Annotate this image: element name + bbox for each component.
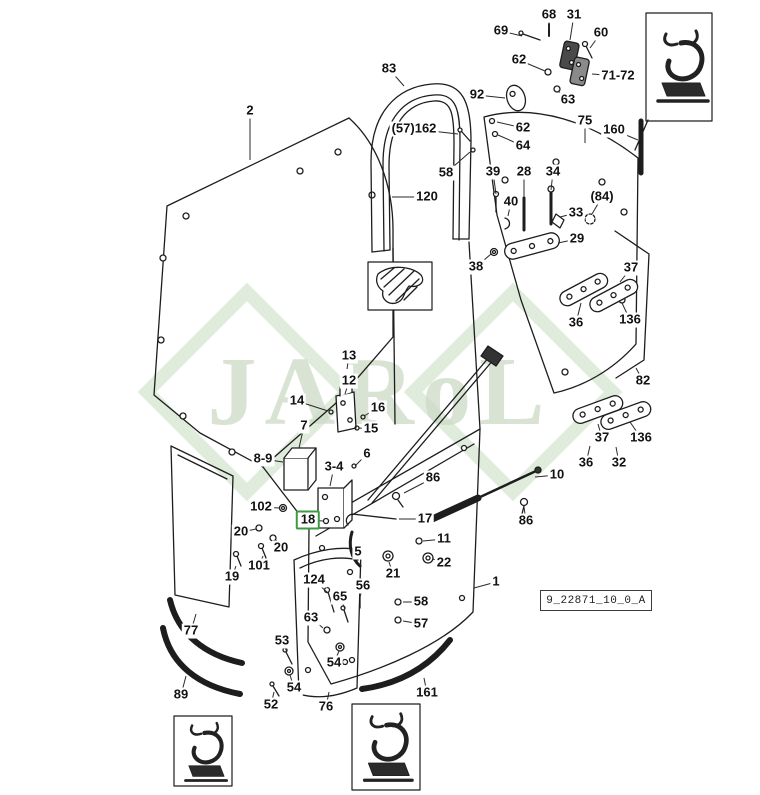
part-label-13[interactable]: 13: [339, 347, 359, 364]
part-label-71-72[interactable]: 71-72: [599, 67, 637, 84]
top-hinge-hardware: [505, 23, 593, 112]
part-label-18[interactable]: 18: [295, 510, 321, 530]
part-label-33[interactable]: 33: [566, 204, 586, 221]
part-label-12[interactable]: 12: [339, 372, 359, 389]
panel-rear-left: [153, 117, 394, 468]
hinge-plates-lower: [572, 395, 652, 431]
part-label-22[interactable]: 22: [434, 554, 454, 571]
part-label-64[interactable]: 64: [513, 137, 533, 154]
part-label-19[interactable]: 19: [222, 568, 242, 585]
part-label-8-9[interactable]: 8-9: [251, 450, 275, 467]
lower-hardware: [269, 586, 402, 697]
part-label-40[interactable]: 40: [501, 193, 521, 210]
part-label-16[interactable]: 16: [368, 399, 388, 416]
ref-box-top-right: [634, 12, 713, 151]
part-label-86[interactable]: 86: [423, 469, 443, 486]
part-label-54[interactable]: 54: [324, 654, 344, 671]
detail-box: [367, 261, 433, 311]
part-label-7[interactable]: 7: [298, 417, 310, 434]
part-label-17[interactable]: 17: [415, 510, 435, 527]
part-label-63[interactable]: 63: [558, 91, 578, 108]
part-label-1[interactable]: 1: [490, 573, 502, 590]
window-frame: [370, 83, 472, 253]
part-label-136[interactable]: 136: [628, 429, 654, 446]
part-label-36[interactable]: 36: [566, 314, 586, 331]
part-label-52[interactable]: 52: [261, 696, 281, 713]
panel-right-strip: [614, 230, 650, 379]
part-label-5[interactable]: 5: [352, 543, 364, 560]
watermark-diamonds: [137, 282, 623, 502]
part-label-77[interactable]: 77: [181, 622, 201, 639]
part-label-84[interactable]: (84): [588, 188, 616, 205]
ref-box-bottom-center: [351, 703, 421, 791]
part-label-60[interactable]: 60: [591, 24, 611, 41]
part-label-36[interactable]: 36: [576, 454, 596, 471]
part-label-39[interactable]: 39: [483, 163, 503, 180]
part-label-20[interactable]: 20: [231, 523, 251, 540]
part-label-14[interactable]: 14: [287, 392, 307, 409]
part-label-136[interactable]: 136: [617, 311, 643, 328]
part-label-69[interactable]: 69: [491, 22, 511, 39]
part-label-82[interactable]: 82: [633, 372, 653, 389]
part-label-120[interactable]: 120: [414, 188, 440, 205]
part-label-92[interactable]: 92: [467, 86, 487, 103]
part-label-161[interactable]: 161: [414, 684, 440, 701]
part-label-15[interactable]: 15: [361, 420, 381, 437]
seal-161: [359, 637, 453, 692]
seal-89: [160, 625, 243, 697]
part-label-38[interactable]: 38: [466, 258, 486, 275]
part-label-37[interactable]: 37: [592, 429, 612, 446]
part-label-76[interactable]: 76: [316, 698, 336, 715]
seal-strip-lower-left: [167, 597, 245, 666]
hinge-plates-upper: [559, 272, 639, 313]
part-label-2[interactable]: 2: [244, 102, 256, 119]
part-label-101[interactable]: 101: [246, 557, 272, 574]
part-label-62[interactable]: 62: [513, 119, 533, 136]
part-label-31[interactable]: 31: [564, 6, 584, 23]
part-label-53[interactable]: 53: [272, 632, 292, 649]
part-label-75[interactable]: 75: [575, 112, 595, 129]
part-label-124[interactable]: 124: [301, 571, 327, 588]
part-label-83[interactable]: 83: [379, 60, 399, 77]
part-label-6[interactable]: 6: [361, 445, 373, 462]
part-label-32[interactable]: 32: [609, 454, 629, 471]
part-label-57162[interactable]: (57)162: [389, 120, 439, 137]
upper-hinge-hardware: [457, 117, 596, 260]
part-label-37[interactable]: 37: [621, 259, 641, 276]
part-label-65[interactable]: 65: [330, 588, 350, 605]
part-label-56[interactable]: 56: [353, 577, 373, 594]
part-label-10[interactable]: 10: [547, 466, 567, 483]
part-label-58[interactable]: 58: [436, 164, 456, 181]
part-label-3-4[interactable]: 3-4: [322, 458, 346, 475]
part-label-54[interactable]: 54: [284, 679, 304, 696]
part-label-11[interactable]: 11: [435, 530, 453, 547]
part-label-28[interactable]: 28: [514, 163, 534, 180]
part-label-57[interactable]: 57: [411, 615, 431, 632]
part-label-62[interactable]: 62: [509, 51, 529, 68]
gas-strut: [367, 345, 542, 525]
ref-box-bottom-left: [173, 715, 233, 787]
part-label-20[interactable]: 20: [271, 539, 291, 556]
part-label-160[interactable]: 160: [601, 121, 627, 138]
part-label-21[interactable]: 21: [383, 565, 403, 582]
part-label-34[interactable]: 34: [543, 163, 563, 180]
drawing-number: 9_22871_10_0_A: [546, 594, 646, 607]
part-label-29[interactable]: 29: [567, 230, 587, 247]
drawing-number-badge: 9_22871_10_0_A: [540, 590, 652, 611]
panel-lower-left: [170, 445, 234, 608]
part-label-102[interactable]: 102: [248, 498, 274, 515]
part-label-58[interactable]: 58: [411, 593, 431, 610]
part-label-86[interactable]: 86: [516, 512, 536, 529]
part-label-68[interactable]: 68: [539, 6, 559, 23]
part-label-89[interactable]: 89: [171, 686, 191, 703]
part-label-63[interactable]: 63: [301, 609, 321, 626]
